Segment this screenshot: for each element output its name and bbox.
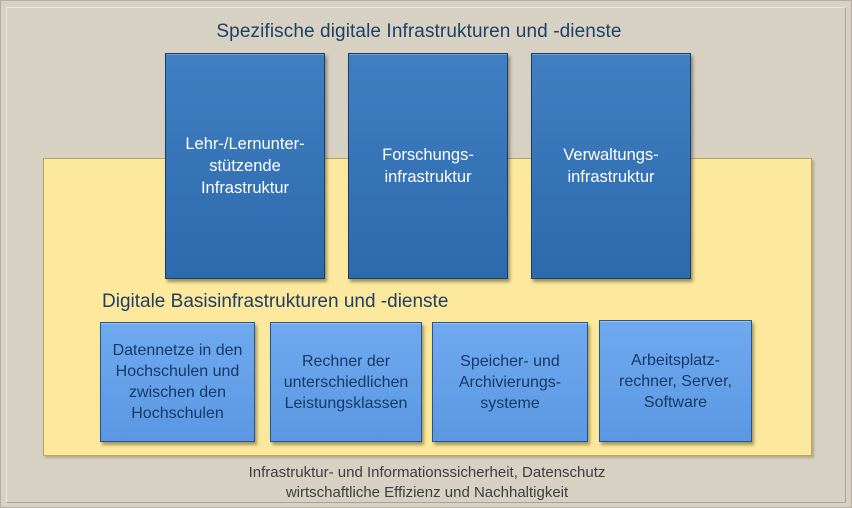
box-label: Verwaltungs- infrastruktur <box>563 146 659 186</box>
specific-infrastructure-title: Spezifische digitale Infrastrukturen und… <box>216 21 622 42</box>
box-label: Rechner der unterschiedlichen Leistungsk… <box>283 352 409 412</box>
workstations-servers-software-box: Arbeitsplatz- rechner, Server, Software <box>599 320 752 442</box>
footer-line-security: Infrastruktur- und Informationssicherhei… <box>248 464 606 481</box>
data-networks-box: Datennetze in den Hochschulen und zwisch… <box>100 322 255 442</box>
administration-infrastructure-box: Verwaltungs- infrastruktur <box>531 53 691 279</box>
frame-inner-edge <box>6 7 846 503</box>
storage-archiving-box: Speicher- und Archivierungs- systeme <box>432 322 588 442</box>
box-label: Speicher- und Archivierungs- systeme <box>458 352 562 412</box>
research-infrastructure-box: Forschungs- infrastruktur <box>348 53 508 279</box>
basis-infrastructure-title: Digitale Basisinfrastrukturen und -diens… <box>102 291 449 312</box>
footer-line-efficiency: wirtschaftliche Effizienz und Nachhaltig… <box>285 484 569 501</box>
teaching-learning-infrastructure-box: Lehr-/Lernunter- stützende Infrastruktur <box>165 53 325 279</box>
box-label: Datennetze in den Hochschulen und zwisch… <box>112 342 243 422</box>
footer-text: Infrastruktur- und Informationssicherhei… <box>1 463 852 503</box>
box-label: Lehr-/Lernunter- stützende Infrastruktur <box>185 135 305 197</box>
computers-box: Rechner der unterschiedlichen Leistungsk… <box>270 322 422 442</box>
box-label: Arbeitsplatz- rechner, Server, Software <box>619 351 732 411</box>
box-label: Forschungs- infrastruktur <box>382 146 474 186</box>
